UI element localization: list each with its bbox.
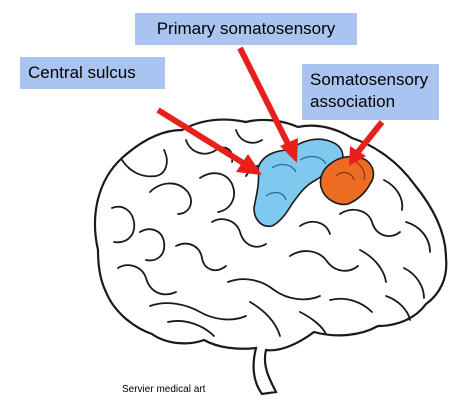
- label-assoc-line2: association: [310, 92, 396, 111]
- label-primary-somatosensory: Primary somatosensory: [135, 13, 357, 45]
- arrow-central-sulcus: [156, 107, 250, 169]
- primary-region-folds: [265, 155, 327, 201]
- arrowhead-central-sulcus: [236, 154, 262, 175]
- label-central-sulcus: Central sulcus: [20, 57, 165, 89]
- arrowhead-association: [349, 146, 366, 166]
- label-somatosensory-association: Somatosensory association: [302, 64, 439, 120]
- primary-somatosensory-region: [253, 138, 344, 228]
- arrows: [156, 46, 385, 175]
- association-region-folds: [335, 161, 366, 181]
- arrow-association: [355, 120, 385, 154]
- label-primary-text: Primary somatosensory: [156, 19, 336, 38]
- label-central-text: Central sulcus: [28, 63, 136, 82]
- label-assoc-line1: Somatosensory: [310, 70, 429, 89]
- arrowhead-primary: [280, 138, 298, 163]
- credit-text: Servier medical art: [122, 384, 206, 395]
- association-region: [319, 155, 375, 206]
- arrow-primary: [237, 46, 293, 150]
